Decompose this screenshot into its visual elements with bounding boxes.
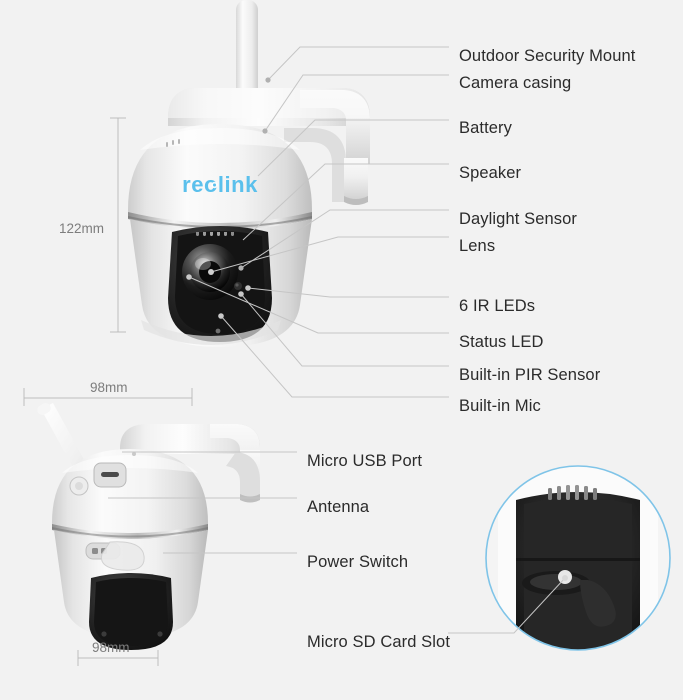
dimension-lines xyxy=(23,117,193,666)
callout-camera-casing: Camera casing xyxy=(459,74,572,92)
callout-power-switch: Power Switch xyxy=(307,553,409,571)
power-switch-detail xyxy=(85,541,145,571)
callout-status-led: Status LED xyxy=(459,333,544,351)
camera-casing-body xyxy=(128,124,312,224)
micro-sd-inset xyxy=(485,465,671,651)
antenna-hinge xyxy=(69,476,89,496)
front-camera-assembly: reolink xyxy=(128,0,370,347)
mic-hole xyxy=(215,328,221,334)
dimension-label-width-bottom: 98mm xyxy=(92,640,130,655)
dimension-98mm-top xyxy=(23,388,193,406)
lens-dome-assembly xyxy=(168,226,272,342)
dimension-98mm-bottom xyxy=(77,650,159,666)
callout-speaker: Speaker xyxy=(459,164,522,182)
callout-lens: Lens xyxy=(459,237,496,255)
callout-outdoor-security-mount: Outdoor Security Mount xyxy=(459,47,636,65)
callout-micro-usb-port: Micro USB Port xyxy=(307,452,423,470)
callout-antenna: Antenna xyxy=(307,498,370,516)
side-mount-arm xyxy=(120,424,260,503)
callout-micro-sd-card-slot: Micro SD Card Slot xyxy=(307,633,451,651)
svg-text:reolink: reolink xyxy=(182,172,258,197)
speaker-grille xyxy=(166,139,180,147)
callout-built-in-mic: Built-in Mic xyxy=(459,397,541,415)
callout-built-in-pir-sensor: Built-in PIR Sensor xyxy=(459,366,601,384)
chrome-ring xyxy=(128,212,312,230)
side-lens-dome xyxy=(89,573,173,650)
mount-arm xyxy=(168,88,370,205)
leader-lines xyxy=(108,46,568,634)
dimension-label-height: 122mm xyxy=(59,221,105,236)
callout-six-ir-leds: 6 IR LEDs xyxy=(459,297,536,315)
dimension-122mm xyxy=(110,117,126,333)
callout-daylight-sensor: Daylight Sensor xyxy=(459,210,577,228)
side-chrome-ring xyxy=(52,524,208,539)
micro-usb-port-detail xyxy=(93,462,127,488)
side-camera-assembly xyxy=(37,403,260,650)
brand-logo: reolink xyxy=(182,172,258,197)
sd-slot-detail xyxy=(522,570,590,595)
mount-post xyxy=(236,0,258,104)
ir-led-strip xyxy=(196,232,234,236)
callout-battery: Battery xyxy=(459,119,512,137)
inset-ir-strip xyxy=(548,485,597,500)
dimension-label-width-top: 98mm xyxy=(90,380,128,395)
